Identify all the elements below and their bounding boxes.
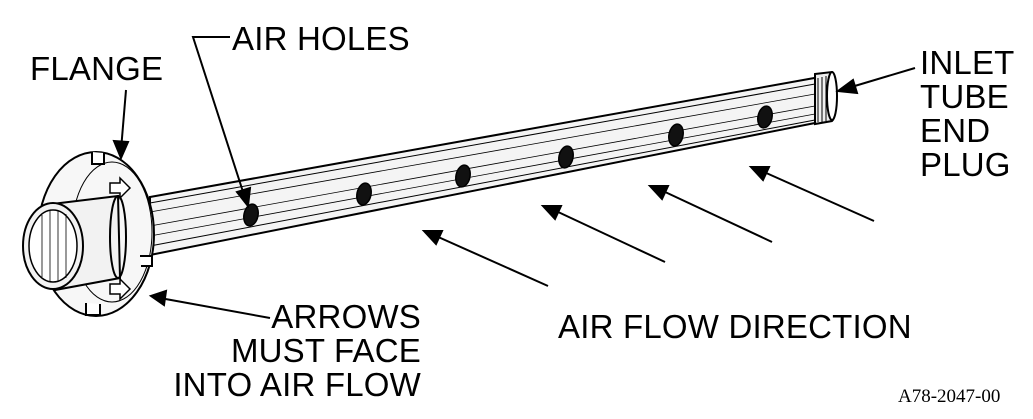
figure-code: A78-2047-00 [898,386,1001,407]
label-line: MUST FACE [230,332,421,369]
air-flow-arrows [421,166,875,287]
air-flow-arrow-icon [748,166,875,222]
air-hole [356,182,372,206]
label-line: TUBE [920,78,1009,115]
end-plug [814,70,838,126]
air-hole [668,123,684,147]
inlet-opening [22,194,127,292]
air-holes [243,105,773,227]
flange-arrow-icon [109,277,132,301]
flange-label: FLANGE [30,50,164,87]
air-hole [558,145,574,169]
flange-arrow-icon [109,176,132,200]
tube-body [149,75,821,257]
arrows-must-face-label: ARROWS MUST FACE INTO AIR FLOW [173,300,421,402]
label-line: PLUG [920,146,1011,183]
inlet-tube-end-plug-label: INLET TUBE END PLUG [920,46,1015,182]
air-hole [757,105,773,129]
air-hole [243,203,259,227]
air-hole [455,164,471,188]
air-flow-direction-label: AIR FLOW DIRECTION [558,308,912,345]
air-flow-arrow-icon [647,185,773,243]
leader-lines [112,36,916,319]
air-flow-arrow-icon [540,205,666,263]
air-flow-arrow-icon [421,230,549,287]
label-line: INLET [920,44,1015,81]
air-holes-label: AIR HOLES [232,20,410,57]
label-line: END [920,112,991,149]
label-line: INTO AIR FLOW [173,366,421,403]
label-line: ARROWS [271,298,421,335]
